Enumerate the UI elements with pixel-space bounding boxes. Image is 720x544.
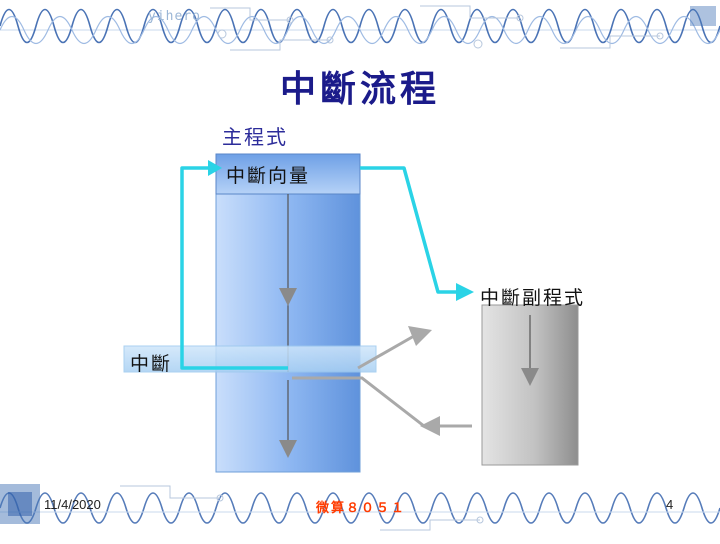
page-number: 4 — [666, 497, 674, 512]
header-decoration — [0, 0, 720, 58]
main-program-label: 主程式 — [222, 125, 288, 149]
vector-entry-arrowhead — [208, 160, 222, 176]
isr-entry-arrowhead — [456, 283, 474, 301]
interrupt-vector-label: 中斷向量 — [226, 165, 311, 187]
footer-course-title: 微算８０５１ — [316, 501, 407, 516]
jump-return-arrows — [292, 334, 472, 428]
isr-box — [481, 304, 579, 466]
slide-title: 中斷流程 — [279, 69, 440, 110]
isr-label: 中斷副程式 — [480, 287, 586, 309]
interrupt-flow-path — [180, 166, 462, 370]
watermark: yihero — [148, 9, 201, 24]
footer-date: 11/4/2020 — [44, 497, 101, 512]
interrupt-label: 中斷 — [130, 353, 173, 375]
jump-arrowhead — [408, 326, 432, 346]
return-arrowhead — [420, 416, 440, 436]
footer-decoration — [0, 474, 720, 540]
main-flow-arrows — [279, 194, 297, 458]
